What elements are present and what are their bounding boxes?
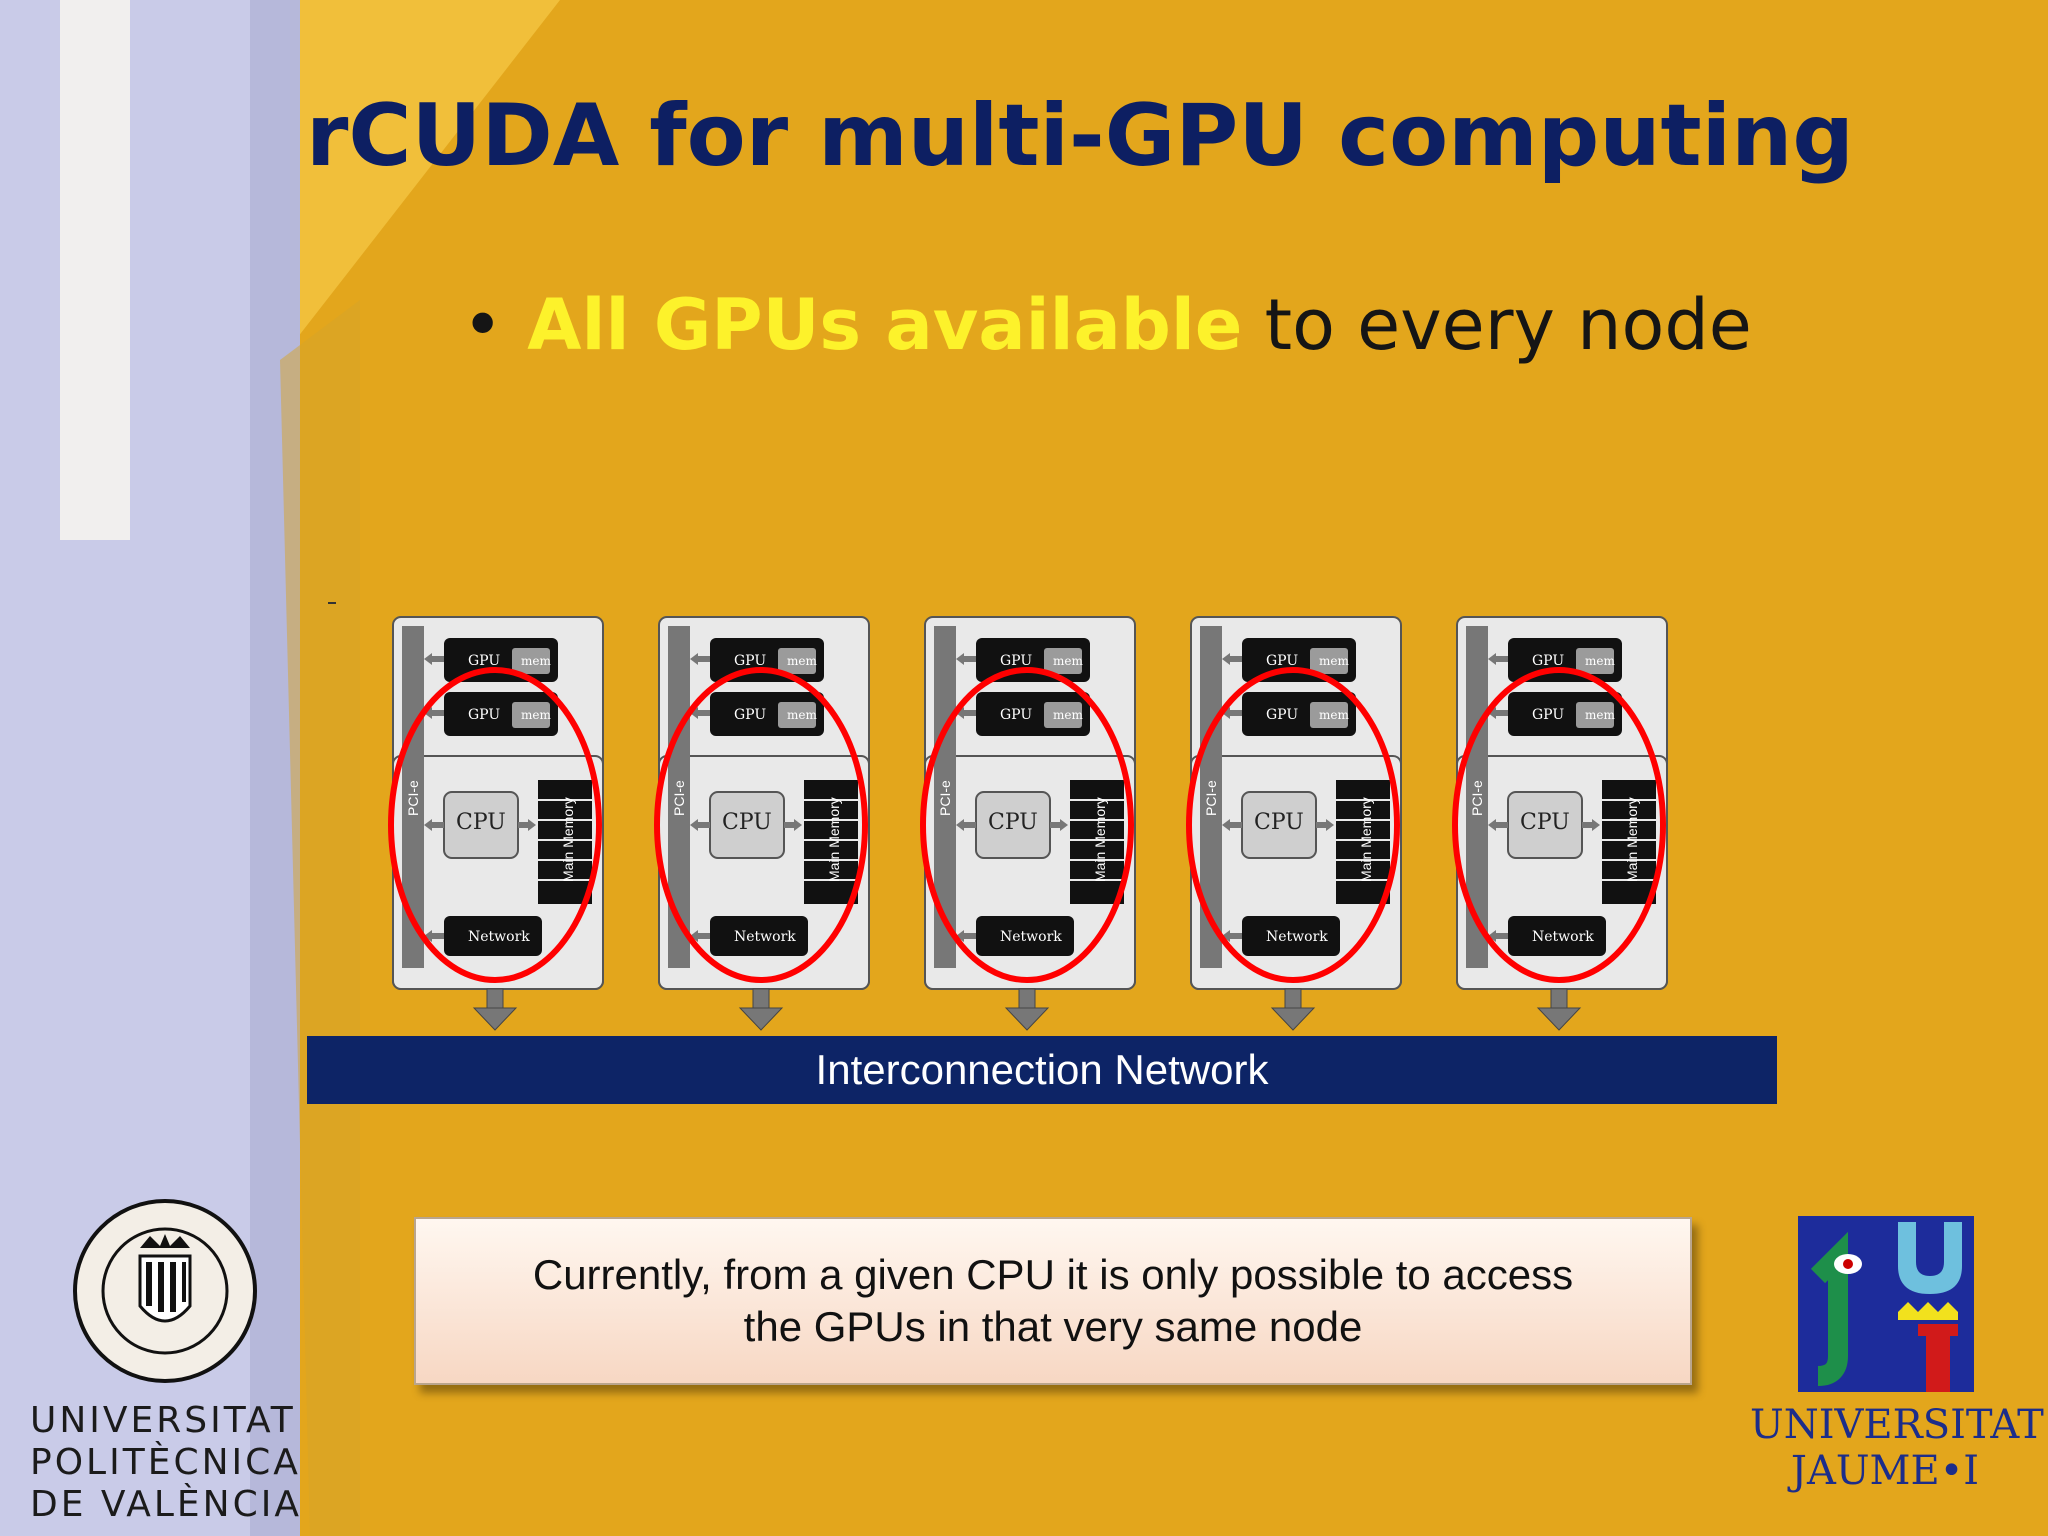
main-memory-label: Main Memory [560,797,576,882]
bullet-point: • All GPUs available to every node [462,284,1752,366]
compute-node: GPU mem GPU mem CPU PCI-e Main Memory Ne… [654,616,872,1031]
pcie-label: PCI-e [671,780,687,816]
stray-dash [328,602,336,604]
cpu-label: CPU [1520,810,1570,835]
callout-line-2: the GPUs in that very same node [743,1303,1363,1350]
uji-logo [1798,1216,1974,1392]
mem-1-label: mem [1585,654,1615,668]
gpu-2-label: GPU [1000,707,1033,723]
mem-1-label: mem [521,654,551,668]
upv-wordmark: UNIVERSITAT POLITÈCNICA DE VALÈNCIA [30,1400,302,1526]
pcie-label: PCI-e [1469,780,1485,816]
gpu-2-label: GPU [1266,707,1299,723]
upv-line-2: POLITÈCNICA [30,1442,301,1483]
network-label: Network [1266,929,1328,945]
uji-line-2: JAUME•I [1790,1448,1980,1494]
compute-node: GPU mem GPU mem CPU PCI-e Main Memory Ne… [1186,616,1404,1031]
node-diagram [1186,616,1402,1031]
node-diagram [654,616,870,1031]
gpu-1-label: GPU [1000,653,1033,669]
node-diagram [388,616,604,1031]
slide-title: rCUDA for multi-GPU computing [306,86,1854,186]
callout-box: Currently, from a given CPU it is only p… [414,1217,1692,1385]
gpu-2-label: GPU [734,707,767,723]
cpu-label: CPU [988,810,1038,835]
mem-2-label: mem [787,708,817,722]
network-label: Network [1532,929,1594,945]
compute-node: GPU mem GPU mem CPU PCI-e Main Memory Ne… [1452,616,1670,1031]
pcie-label: PCI-e [405,780,421,816]
compute-node: GPU mem GPU mem CPU PCI-e Main Memory Ne… [388,616,606,1031]
network-label: Network [1000,929,1062,945]
main-memory-label: Main Memory [1358,797,1374,882]
gpu-2-label: GPU [468,707,501,723]
upv-line-3: DE VALÈNCIA [30,1484,302,1525]
mem-1-label: mem [787,654,817,668]
gpu-1-label: GPU [468,653,501,669]
upv-line-1: UNIVERSITAT [30,1400,296,1441]
gpu-1-label: GPU [1532,653,1565,669]
main-memory-label: Main Memory [1092,797,1108,882]
gpu-2-label: GPU [1532,707,1565,723]
uji-wordmark: UNIVERSITAT JAUME•I [1750,1402,2044,1494]
gpu-1-label: GPU [734,653,767,669]
cpu-label: CPU [456,810,506,835]
bullet-highlight: All GPUs available [527,284,1243,366]
upv-seal-logo [73,1199,257,1383]
main-memory-label: Main Memory [826,797,842,882]
bullet-rest: to every node [1242,284,1752,366]
network-label: Network [734,929,796,945]
gpu-1-label: GPU [1266,653,1299,669]
network-label: Network [468,929,530,945]
bullet-dot: • [462,284,504,366]
node-diagram [1452,616,1668,1031]
mem-1-label: mem [1319,654,1349,668]
mem-1-label: mem [1053,654,1083,668]
mem-2-label: mem [1053,708,1083,722]
interconnection-network-bar [307,1036,1777,1104]
interconnection-network-label: Interconnection Network [815,1046,1269,1093]
node-diagram [920,616,1136,1031]
main-memory-label: Main Memory [1624,797,1640,882]
mem-2-label: mem [1319,708,1349,722]
callout-line-1: Currently, from a given CPU it is only p… [532,1251,1574,1298]
pcie-label: PCI-e [937,780,953,816]
mem-2-label: mem [1585,708,1615,722]
uji-line-1: UNIVERSITAT [1750,1402,2044,1448]
pcie-label: PCI-e [1203,780,1219,816]
cpu-label: CPU [1254,810,1304,835]
mem-2-label: mem [521,708,551,722]
cpu-label: CPU [722,810,772,835]
compute-node: GPU mem GPU mem CPU PCI-e Main Memory Ne… [920,616,1138,1031]
